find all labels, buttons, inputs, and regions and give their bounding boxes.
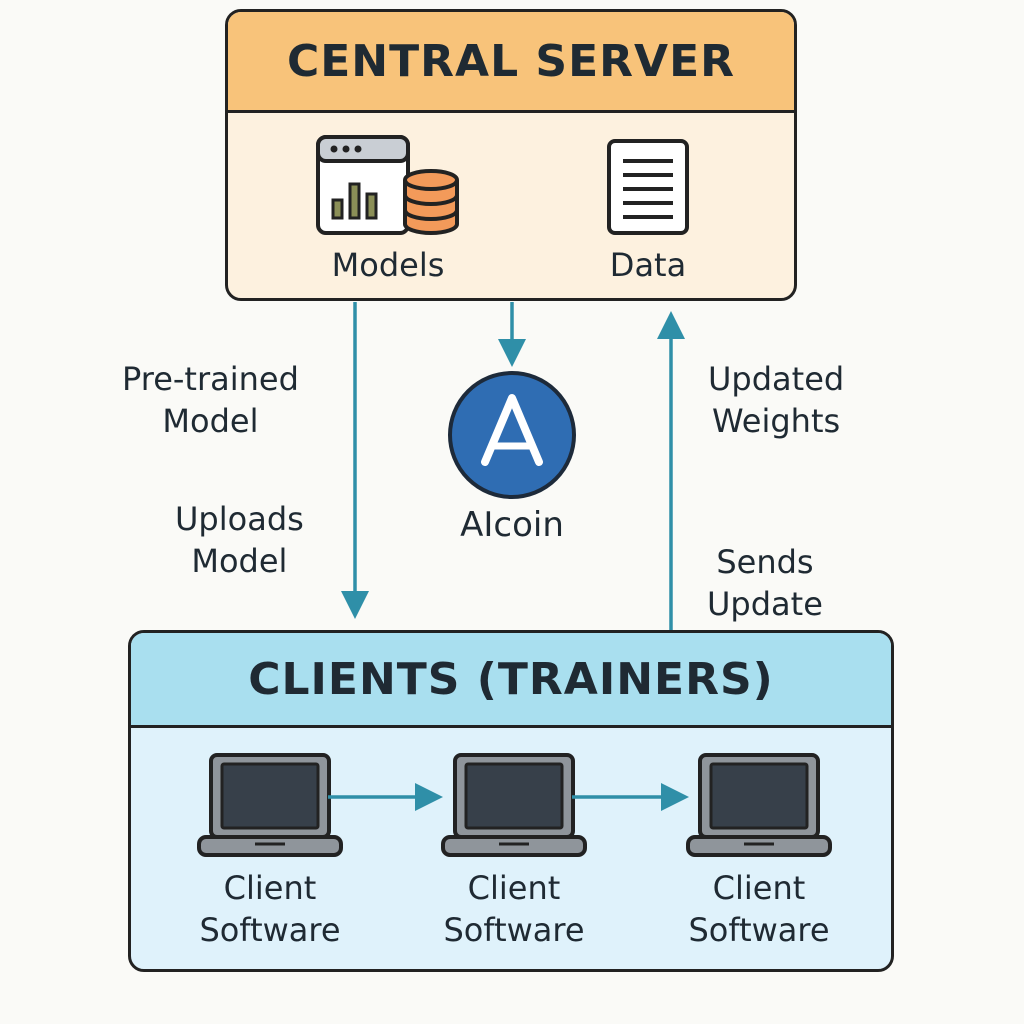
- clients-header: CLIENTS (TRAINERS): [131, 633, 891, 728]
- central-server-header: CENTRAL SERVER: [228, 12, 794, 113]
- models-item: Models: [313, 132, 463, 284]
- client-item: Client Software: [684, 751, 834, 951]
- laptop-icon: [686, 753, 832, 857]
- data-label: Data: [609, 246, 687, 284]
- sends-update-label-line1: Sends: [716, 543, 814, 581]
- laptop-icon: [441, 753, 587, 857]
- pretrained-model-label: Pre-trained Model: [122, 358, 299, 442]
- updated-weights-label-line2: Weights: [712, 402, 841, 440]
- client-label-line2: Software: [199, 911, 341, 949]
- client-label-line2: Software: [688, 911, 830, 949]
- aicoin-icon: [448, 371, 576, 499]
- clients-title: CLIENTS (TRAINERS): [248, 653, 774, 705]
- laptop-icon: [197, 753, 343, 857]
- client-item: Client Software: [439, 751, 589, 951]
- uploads-model-label-line1: Uploads: [175, 500, 304, 538]
- client-label-line2: Software: [443, 911, 585, 949]
- uploads-model-label-line2: Model: [191, 542, 288, 580]
- models-label: Models: [331, 246, 445, 284]
- data-item: Data: [573, 137, 723, 284]
- central-server-title: CENTRAL SERVER: [286, 35, 736, 87]
- client-label-line1: Client: [712, 869, 806, 907]
- aicoin-label: AIcoin: [460, 505, 564, 545]
- central-server-box: CENTRAL SERVER Models: [225, 9, 797, 301]
- clients-box: CLIENTS (TRAINERS) Client Software Clien…: [128, 630, 894, 972]
- uploads-model-label: Uploads Model: [175, 498, 304, 582]
- pretrained-model-label-line1: Pre-trained: [122, 360, 299, 398]
- updated-weights-label: Updated Weights: [708, 358, 844, 442]
- models-icon: [316, 135, 459, 235]
- sends-update-label-line2: Update: [707, 585, 823, 623]
- updated-weights-label-line1: Updated: [708, 360, 845, 398]
- client-label-line1: Client: [467, 869, 561, 907]
- document-icon: [607, 139, 689, 235]
- client-item: Client Software: [195, 751, 345, 951]
- client-label-line1: Client: [223, 869, 317, 907]
- sends-update-label: Sends Update: [707, 541, 823, 625]
- pretrained-model-label-line2: Model: [162, 402, 259, 440]
